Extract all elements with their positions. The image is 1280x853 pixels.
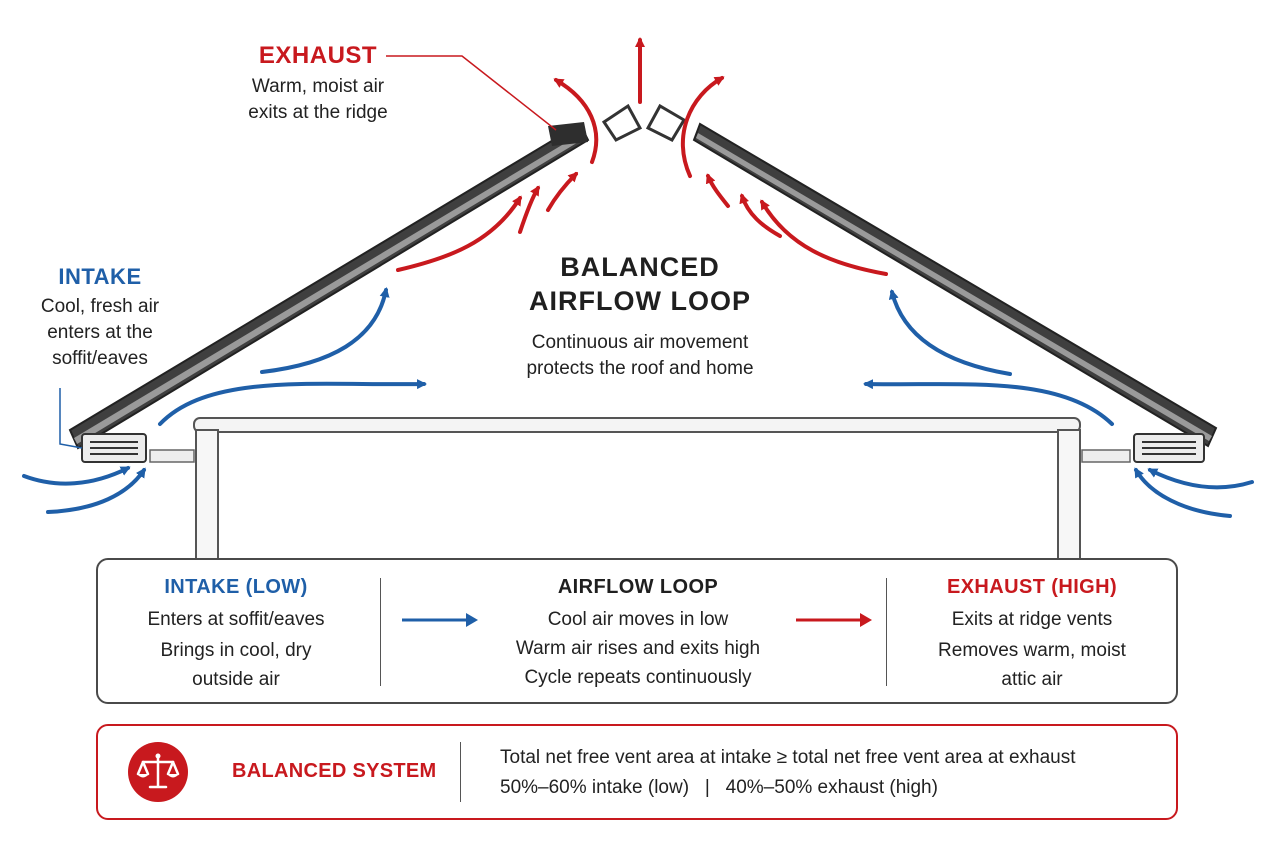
exhaust-arrow-left-3 <box>396 195 522 272</box>
blue-flow-arrow <box>402 613 478 627</box>
summary-intake-line-2: Brings in cool, dry <box>160 640 312 661</box>
center-title-line-2: AIRFLOW LOOP <box>529 286 751 316</box>
center-title-line-1: BALANCED <box>560 252 720 282</box>
summary-exhaust-title: EXHAUST <box>946 576 1046 598</box>
left-roof-slope <box>68 122 590 450</box>
right-soffit-vent <box>1133 433 1205 463</box>
intake-line-3: soffit/eaves <box>52 348 148 369</box>
intake-line-1: Cool, fresh air <box>40 296 160 317</box>
center-subtitle-line-2: protects the roof and home <box>526 358 754 379</box>
summary-exhaust-line-2: Removes warm, moist <box>938 640 1126 661</box>
summary-exhaust-line-3: attic air <box>1001 669 1063 690</box>
intake-arrow-left-outside-1 <box>22 466 131 486</box>
summary-divider-right <box>886 578 887 686</box>
exhaust-arrow-left-outer <box>553 78 599 164</box>
exhaust-callout: EXHAUST Warm, moist air exits at the rid… <box>236 42 400 126</box>
intake-line-2: enters at the <box>47 322 153 343</box>
summary-panel: INTAKE (LOW) Enters at soffit/eaves Brin… <box>96 558 1178 704</box>
intake-arrow-left-inside-low <box>158 379 427 426</box>
exhaust-arrow-left-2 <box>518 185 540 234</box>
intake-leader-line <box>59 388 83 449</box>
summary-loop-column: AIRFLOW LOOP Cool air moves in low Warm … <box>478 576 798 692</box>
summary-intake-column: INTAKE (LOW) Enters at soffit/eaves Brin… <box>106 576 366 694</box>
exhaust-arrow-right-1 <box>705 173 730 208</box>
balanced-system-line-2: 50%–60% intake (low) | 40%–50% exhaust (… <box>500 777 938 798</box>
balanced-system-line-1: Total net free vent area at intake ≥ tot… <box>500 747 1076 768</box>
exhaust-line-1: Warm, moist air <box>251 76 385 97</box>
left-soffit-vent <box>81 433 147 463</box>
right-roof-slope <box>692 122 1218 448</box>
summary-exhaust-qualifier: (HIGH) <box>1051 576 1118 598</box>
intake-arrow-right-inside-up <box>888 289 1012 376</box>
summary-intake-heading: INTAKE (LOW) <box>106 576 366 599</box>
summary-divider-left <box>380 578 381 686</box>
intake-callout: INTAKE Cool, fresh air enters at the sof… <box>22 264 178 372</box>
exhaust-title: EXHAUST <box>258 42 378 69</box>
summary-intake-title: INTAKE <box>164 576 240 598</box>
summary-loop-line-1: Cool air moves in low <box>547 609 729 630</box>
exhaust-leader-line <box>386 55 557 131</box>
scales-icon <box>128 742 188 802</box>
summary-exhaust-heading: EXHAUST (HIGH) <box>896 576 1168 599</box>
intake-arrow-right-inside-low <box>863 379 1114 426</box>
balanced-divider <box>460 742 461 802</box>
summary-intake-line-1: Enters at soffit/eaves <box>147 609 325 630</box>
intake-arrow-left-outside-2 <box>46 467 146 514</box>
exhaust-arrow-right-2 <box>739 193 782 238</box>
balanced-system-title: BALANCED SYSTEM <box>232 760 437 782</box>
exhaust-arrow-left-1 <box>546 171 579 212</box>
summary-loop-line-3: Cycle repeats continuously <box>524 667 752 688</box>
exhaust-arrow-right-outer <box>680 76 725 178</box>
exhaust-line-2: exits at the ridge <box>248 102 388 123</box>
summary-intake-qualifier: (LOW) <box>245 576 308 598</box>
summary-loop-line-2: Warm air rises and exits high <box>515 638 761 659</box>
intake-title: INTAKE <box>58 264 142 289</box>
center-subtitle-line-1: Continuous air movement <box>531 332 749 353</box>
summary-loop-title: AIRFLOW LOOP <box>557 576 719 598</box>
balanced-system-bar: BALANCED SYSTEM Total net free vent area… <box>96 724 1178 820</box>
exhaust-arrow-right-3 <box>760 199 888 276</box>
roof-airflow-diagram <box>22 37 1254 560</box>
intake-arrow-left-inside-up <box>260 287 390 374</box>
summary-intake-line-3: outside air <box>192 669 280 690</box>
center-title-block: BALANCED AIRFLOW LOOP Continuous air mov… <box>480 250 800 382</box>
red-flow-arrow <box>796 613 872 627</box>
ridge-vent <box>601 103 687 142</box>
intake-arrow-right-outside-1 <box>1147 468 1254 490</box>
summary-exhaust-column: EXHAUST (HIGH) Exits at ridge vents Remo… <box>896 576 1168 694</box>
intake-arrow-right-outside-2 <box>1134 467 1232 518</box>
attic-frame <box>149 417 1131 560</box>
summary-exhaust-line-1: Exits at ridge vents <box>951 609 1113 630</box>
